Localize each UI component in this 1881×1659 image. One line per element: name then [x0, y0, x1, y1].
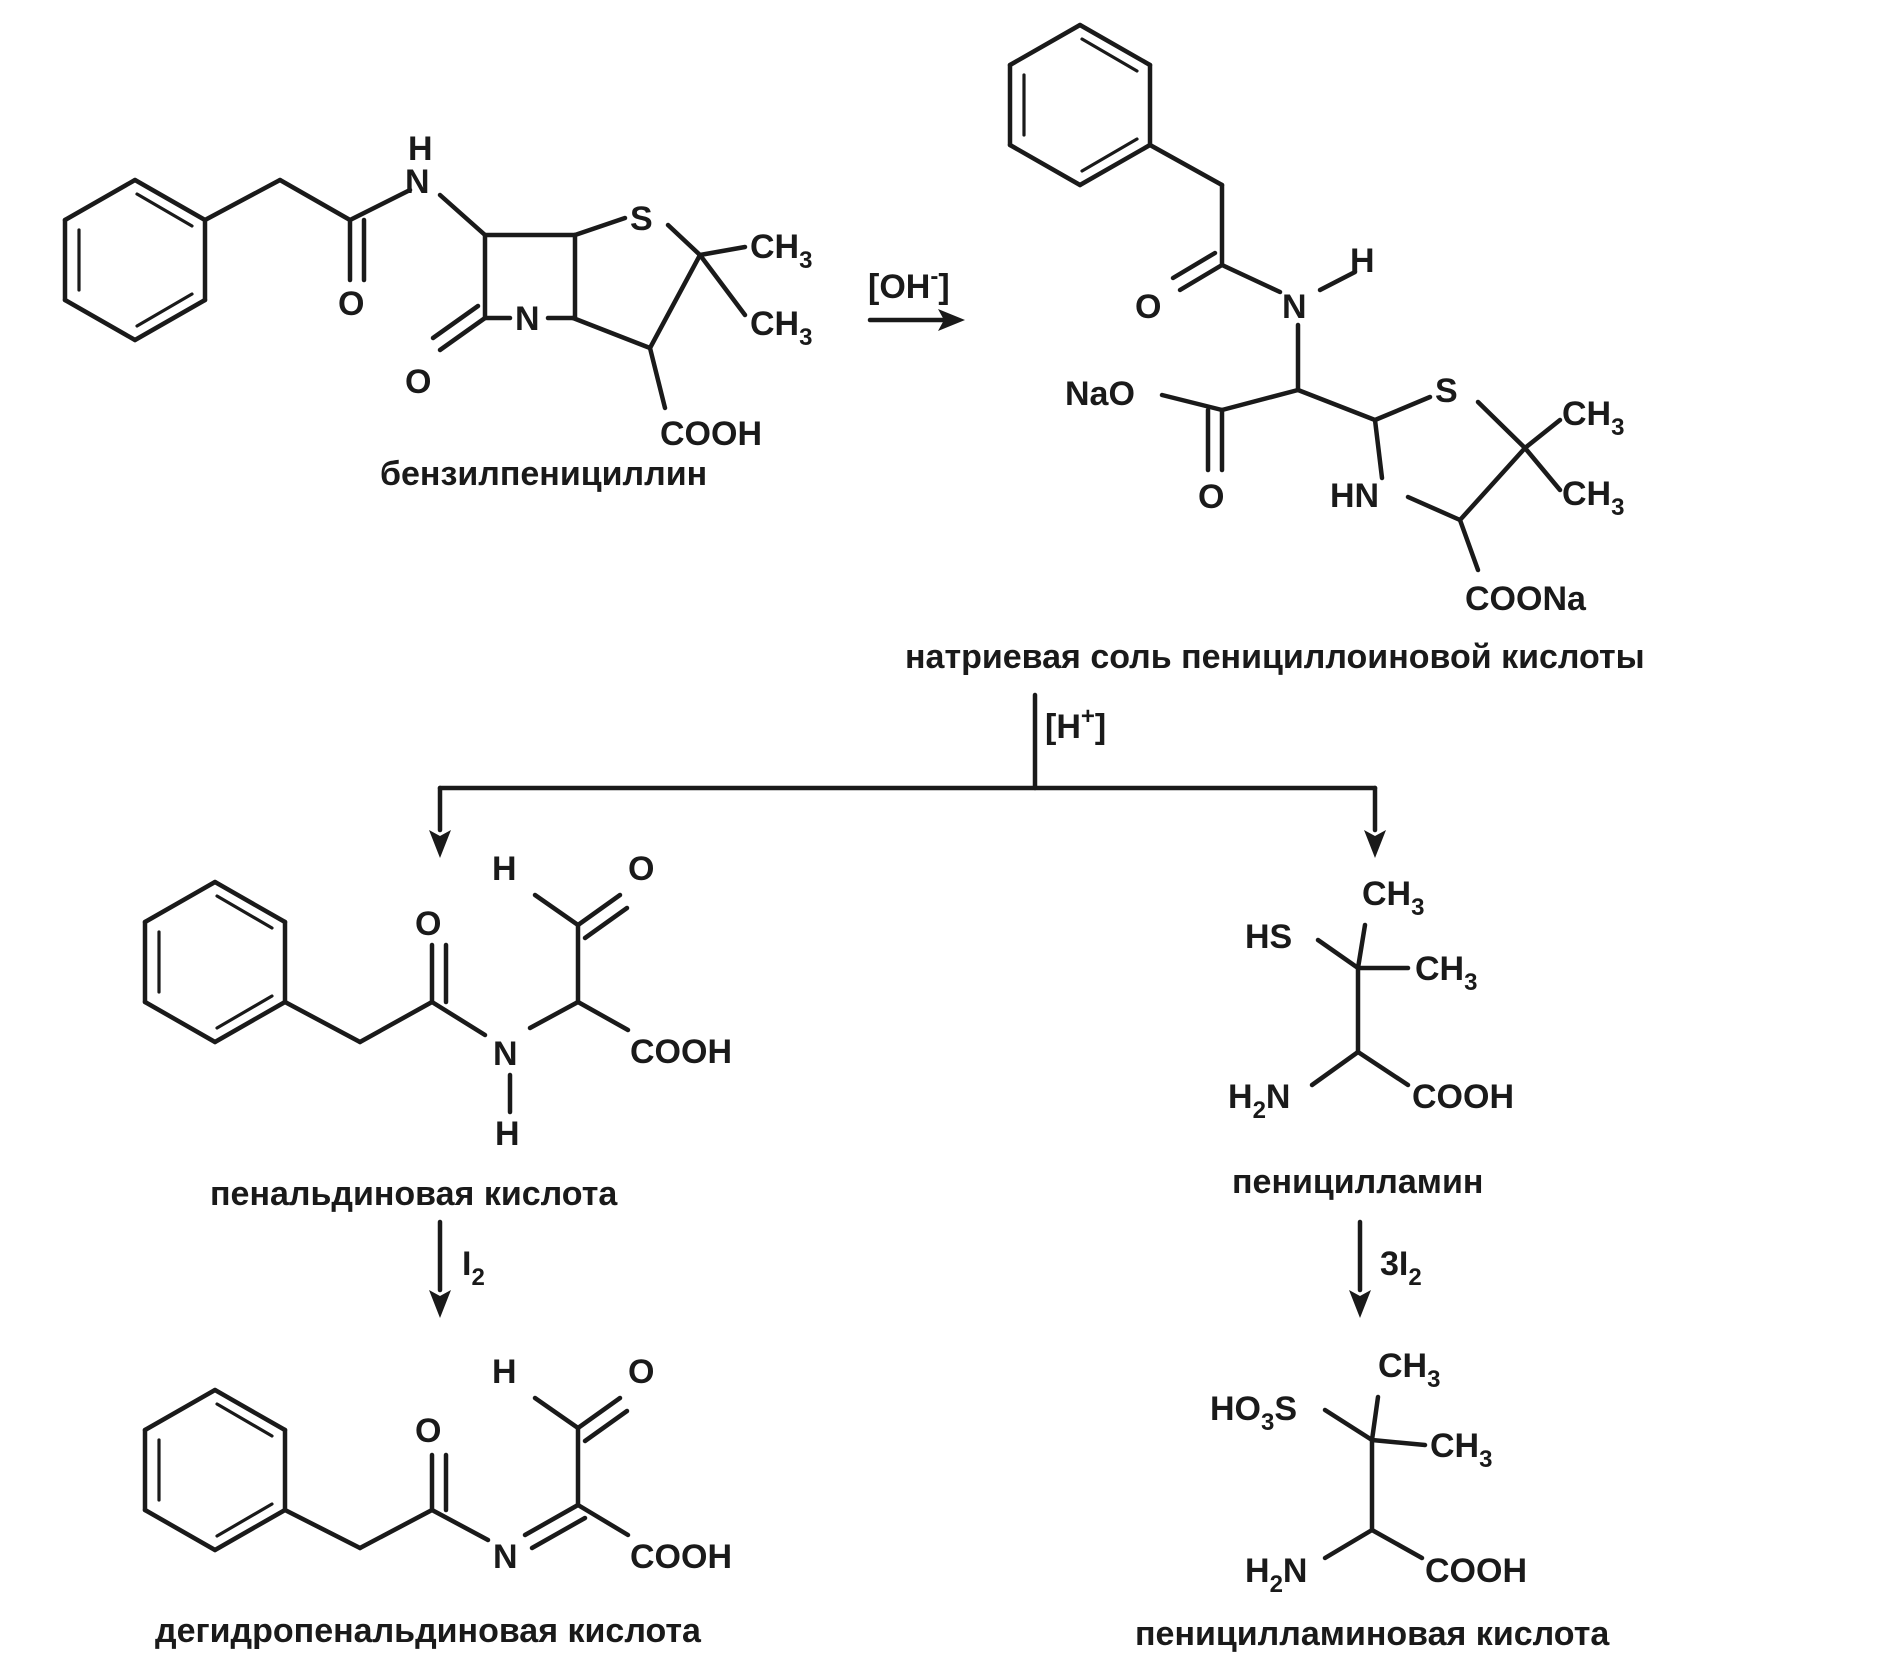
methyl-group: CH3	[1562, 475, 1624, 521]
condition-triiodine: 3I2	[1380, 1245, 1422, 1291]
atom-n: N	[493, 1538, 518, 1576]
atom-o: O	[338, 285, 364, 323]
atom-h: H	[408, 130, 433, 168]
sulfonic-acid-group: HO3S	[1210, 1390, 1297, 1436]
compound-penicillaminic-acid: HO3S CH3 CH3 H2N COOH пеницилламиновая к…	[1135, 1347, 1610, 1653]
atom-labels: HO3S CH3 CH3 H2N COOH	[1210, 1347, 1527, 1598]
atom-s: S	[1435, 372, 1458, 410]
sodium-oxide-group: NaO	[1065, 375, 1135, 413]
compound-name: бензилпенициллин	[380, 455, 707, 493]
carboxyl-group: COOH	[660, 415, 762, 453]
carboxyl-group: COOH	[630, 1538, 732, 1576]
condition-iodine: I2	[462, 1245, 485, 1291]
methyl-group: CH3	[750, 305, 812, 351]
compound-benzylpenicillin: H N O O N S CH3 CH3 COOH бензилпеницилли…	[62, 130, 812, 493]
thiol-group: HS	[1245, 918, 1292, 956]
compound-penaldic-acid: H O O N H COOH пенальдиновая кислота	[142, 850, 732, 1213]
atom-o: O	[628, 1353, 654, 1391]
atom-n: N	[405, 163, 430, 201]
bonds	[1309, 922, 1411, 1088]
atom-o: O	[415, 905, 441, 943]
arrow-triiodine: 3I2	[1349, 1219, 1422, 1318]
methyl-group: CH3	[1378, 1347, 1440, 1393]
condition-hydroxide: [OH-]	[868, 263, 950, 306]
atom-labels: H N O NaO O HN S CH3 CH3 COONa	[1065, 242, 1624, 618]
methyl-group: CH3	[1415, 950, 1477, 996]
atom-n: N	[1282, 288, 1307, 326]
atom-o: O	[628, 850, 654, 888]
compound-name: натриевая соль пенициллоиновой кислоты	[905, 638, 1645, 676]
carboxyl-group: COOH	[1425, 1552, 1527, 1590]
compound-name: дегидропенальдиновая кислота	[155, 1612, 702, 1650]
compound-sodium-penicilloate: H N O NaO O HN S CH3 CH3 COONa натриевая…	[905, 22, 1645, 676]
atom-h: H	[1350, 242, 1375, 280]
atom-o: O	[405, 363, 431, 401]
compound-name: пеницилламиновая кислота	[1135, 1615, 1610, 1653]
compound-name: пенальдиновая кислота	[210, 1175, 618, 1213]
compound-dehydropenaldic-acid: H O O N COOH дегидропенальдиновая кислот…	[142, 1353, 732, 1650]
carboxyl-group: COOH	[630, 1033, 732, 1071]
arrow-hydrolysis: [OH-]	[867, 263, 965, 331]
carboxylate-group: COONa	[1465, 580, 1587, 618]
atom-h: H	[492, 850, 517, 888]
bonds	[142, 1387, 631, 1553]
atom-o: O	[415, 1412, 441, 1450]
atom-labels: H O O N COOH	[415, 1353, 732, 1576]
methyl-group: CH3	[750, 228, 812, 274]
atom-n: N	[493, 1035, 518, 1073]
methyl-group: CH3	[1362, 875, 1424, 921]
bonds	[1007, 22, 1563, 573]
arrow-acid-split: [H+]	[429, 692, 1386, 858]
atom-h: H	[492, 1353, 517, 1391]
atom-n: N	[515, 300, 540, 338]
arrow-iodine: I2	[429, 1219, 485, 1318]
atom-labels: HS CH3 CH3 H2N COOH	[1228, 875, 1514, 1124]
bonds	[62, 177, 748, 411]
atom-o: O	[1198, 478, 1224, 516]
amino-group: H2N	[1228, 1078, 1290, 1124]
condition-acid: [H+]	[1045, 703, 1106, 746]
bonds	[142, 879, 631, 1115]
methyl-group: CH3	[1430, 1427, 1492, 1473]
atom-s: S	[630, 200, 653, 238]
carboxyl-group: COOH	[1412, 1078, 1514, 1116]
atom-labels: H N O O N S CH3 CH3 COOH	[338, 130, 812, 453]
bonds	[1322, 1394, 1428, 1561]
compound-penicillamine: HS CH3 CH3 H2N COOH пеницилламин	[1228, 875, 1514, 1201]
atom-h: H	[495, 1115, 520, 1153]
atom-labels: H O O N H COOH	[415, 850, 732, 1153]
methyl-group: CH3	[1562, 395, 1624, 441]
atom-o: O	[1135, 288, 1161, 326]
compound-name: пеницилламин	[1232, 1163, 1483, 1201]
amino-group: H2N	[1245, 1552, 1307, 1598]
atom-hn: HN	[1330, 477, 1379, 515]
